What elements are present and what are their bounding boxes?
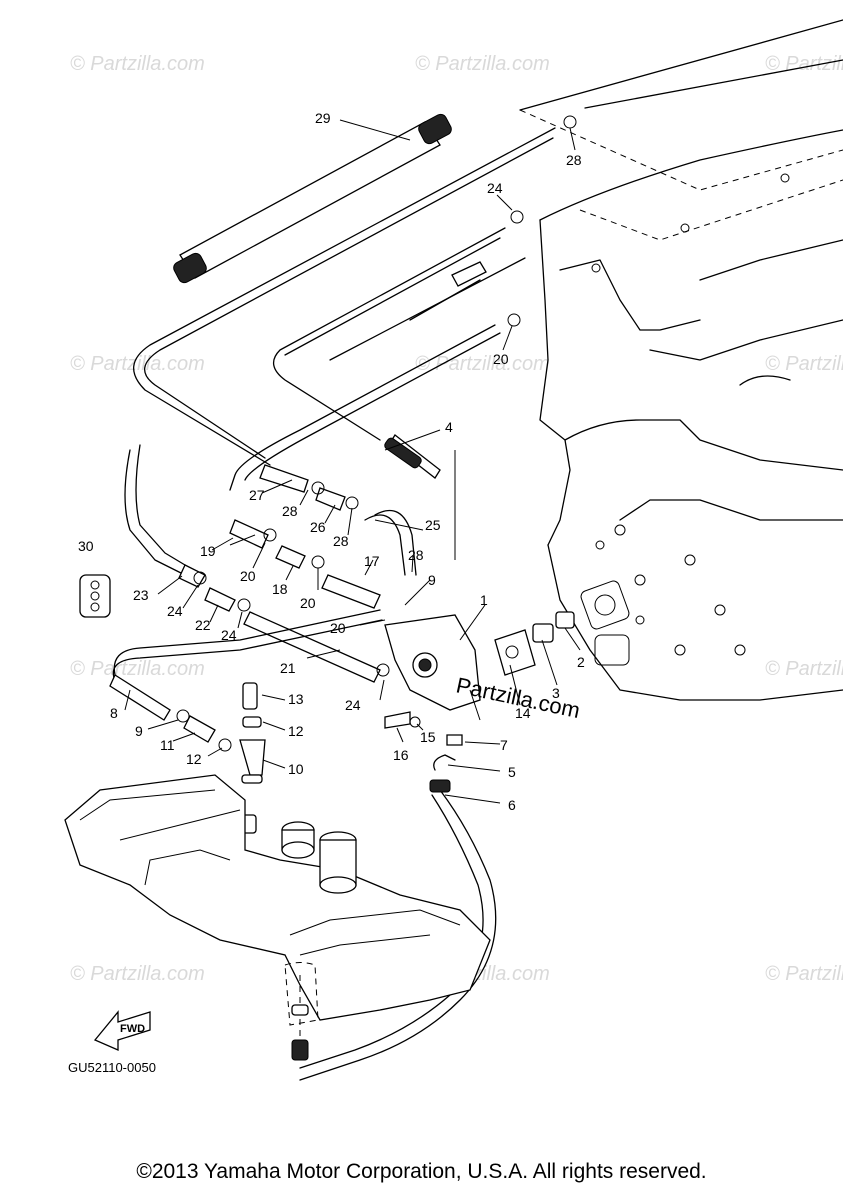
callout-28: 28 — [282, 503, 298, 519]
leader-lines — [124, 119, 581, 804]
callout-11: 10 — [288, 761, 304, 777]
callout-28: 28 — [566, 152, 582, 168]
callout-20: 20 — [240, 568, 256, 584]
callout-3: 3 — [552, 685, 560, 701]
callout-4: 4 — [445, 419, 453, 435]
callout-23: 23 — [133, 587, 149, 603]
watermark: © Partzilla.com — [765, 658, 843, 680]
callout-20: 20 — [493, 351, 509, 367]
callout-6: 6 — [508, 797, 516, 813]
drawing-code: GU52110-0050 — [68, 1060, 156, 1075]
callout-7: 7 — [500, 737, 508, 753]
callout-24: 24 — [221, 627, 237, 643]
watermark: © Partzilla.com — [70, 658, 205, 680]
callout-28: 28 — [408, 547, 424, 563]
callout-24: 24 — [345, 697, 361, 713]
callout-24: 24 — [487, 180, 503, 196]
engine-block — [519, 19, 843, 701]
parts-diagram: © Partzilla.com © Partzilla.com © Partzi… — [64, 19, 843, 1081]
callout-5: 5 — [508, 764, 516, 780]
oil-pump — [384, 450, 575, 746]
watermark: © Partzilla.com — [70, 963, 205, 985]
callout-18: 18 — [272, 581, 288, 597]
callout-29: 29 — [315, 110, 331, 126]
callout-17: 17 — [364, 553, 380, 569]
watermark: © Partzilla.com — [70, 53, 205, 75]
callout-1: 1 — [480, 592, 488, 608]
watermark: © Partzilla.com — [415, 353, 550, 375]
callout-2: 2 — [577, 654, 585, 670]
callout-26: 26 — [310, 519, 326, 535]
fwd-arrow: FWD — [93, 1010, 151, 1051]
callout-10: 11 — [160, 737, 175, 753]
watermark: © Partzilla.com — [765, 53, 843, 75]
clip-30 — [79, 574, 111, 618]
watermark-layer: © Partzilla.com © Partzilla.com © Partzi… — [70, 53, 843, 985]
callout-13: 13 — [288, 691, 304, 707]
callout-24: 24 — [167, 603, 183, 619]
drain-hose — [299, 754, 497, 1081]
copyright-notice: ©2013 Yamaha Motor Corporation, U.S.A. A… — [136, 1160, 707, 1183]
oil-tank — [64, 774, 491, 1061]
watermark: © Partzilla.com — [415, 53, 550, 75]
callout-27: 27 — [249, 487, 265, 503]
callout-25: 25 — [425, 517, 441, 533]
callout-28: 28 — [333, 533, 349, 549]
callout-8: 8 — [110, 705, 118, 721]
callout-30: 30 — [78, 538, 94, 554]
watermark: © Partzilla.com — [765, 353, 843, 375]
upper-cables — [124, 127, 556, 576]
callout-22: 22 — [195, 617, 211, 633]
callouts: 29 28 24 20 4 25 27 28 26 28 19 20 18 20… — [78, 110, 585, 813]
bar-29 — [173, 113, 452, 284]
callout-16: 15 — [420, 729, 436, 745]
watermark: © Partzilla.com — [765, 963, 843, 985]
callout-20: 20 — [330, 620, 346, 636]
callout-12: 12 — [186, 751, 202, 767]
callout-21: 21 — [280, 660, 296, 676]
callout-9: 9 — [428, 572, 436, 588]
callout-15: 16 — [393, 747, 409, 763]
callout-9: 9 — [135, 723, 143, 739]
callout-14: 14 — [515, 705, 531, 721]
callout-12: 12 — [288, 723, 304, 739]
hoses-mid — [109, 115, 577, 752]
callout-20: 20 — [300, 595, 316, 611]
fittings-left — [239, 682, 266, 834]
fwd-label: FWD — [120, 1023, 145, 1035]
watermark: © Partzilla.com — [70, 353, 205, 375]
callout-19: 19 — [200, 543, 216, 559]
